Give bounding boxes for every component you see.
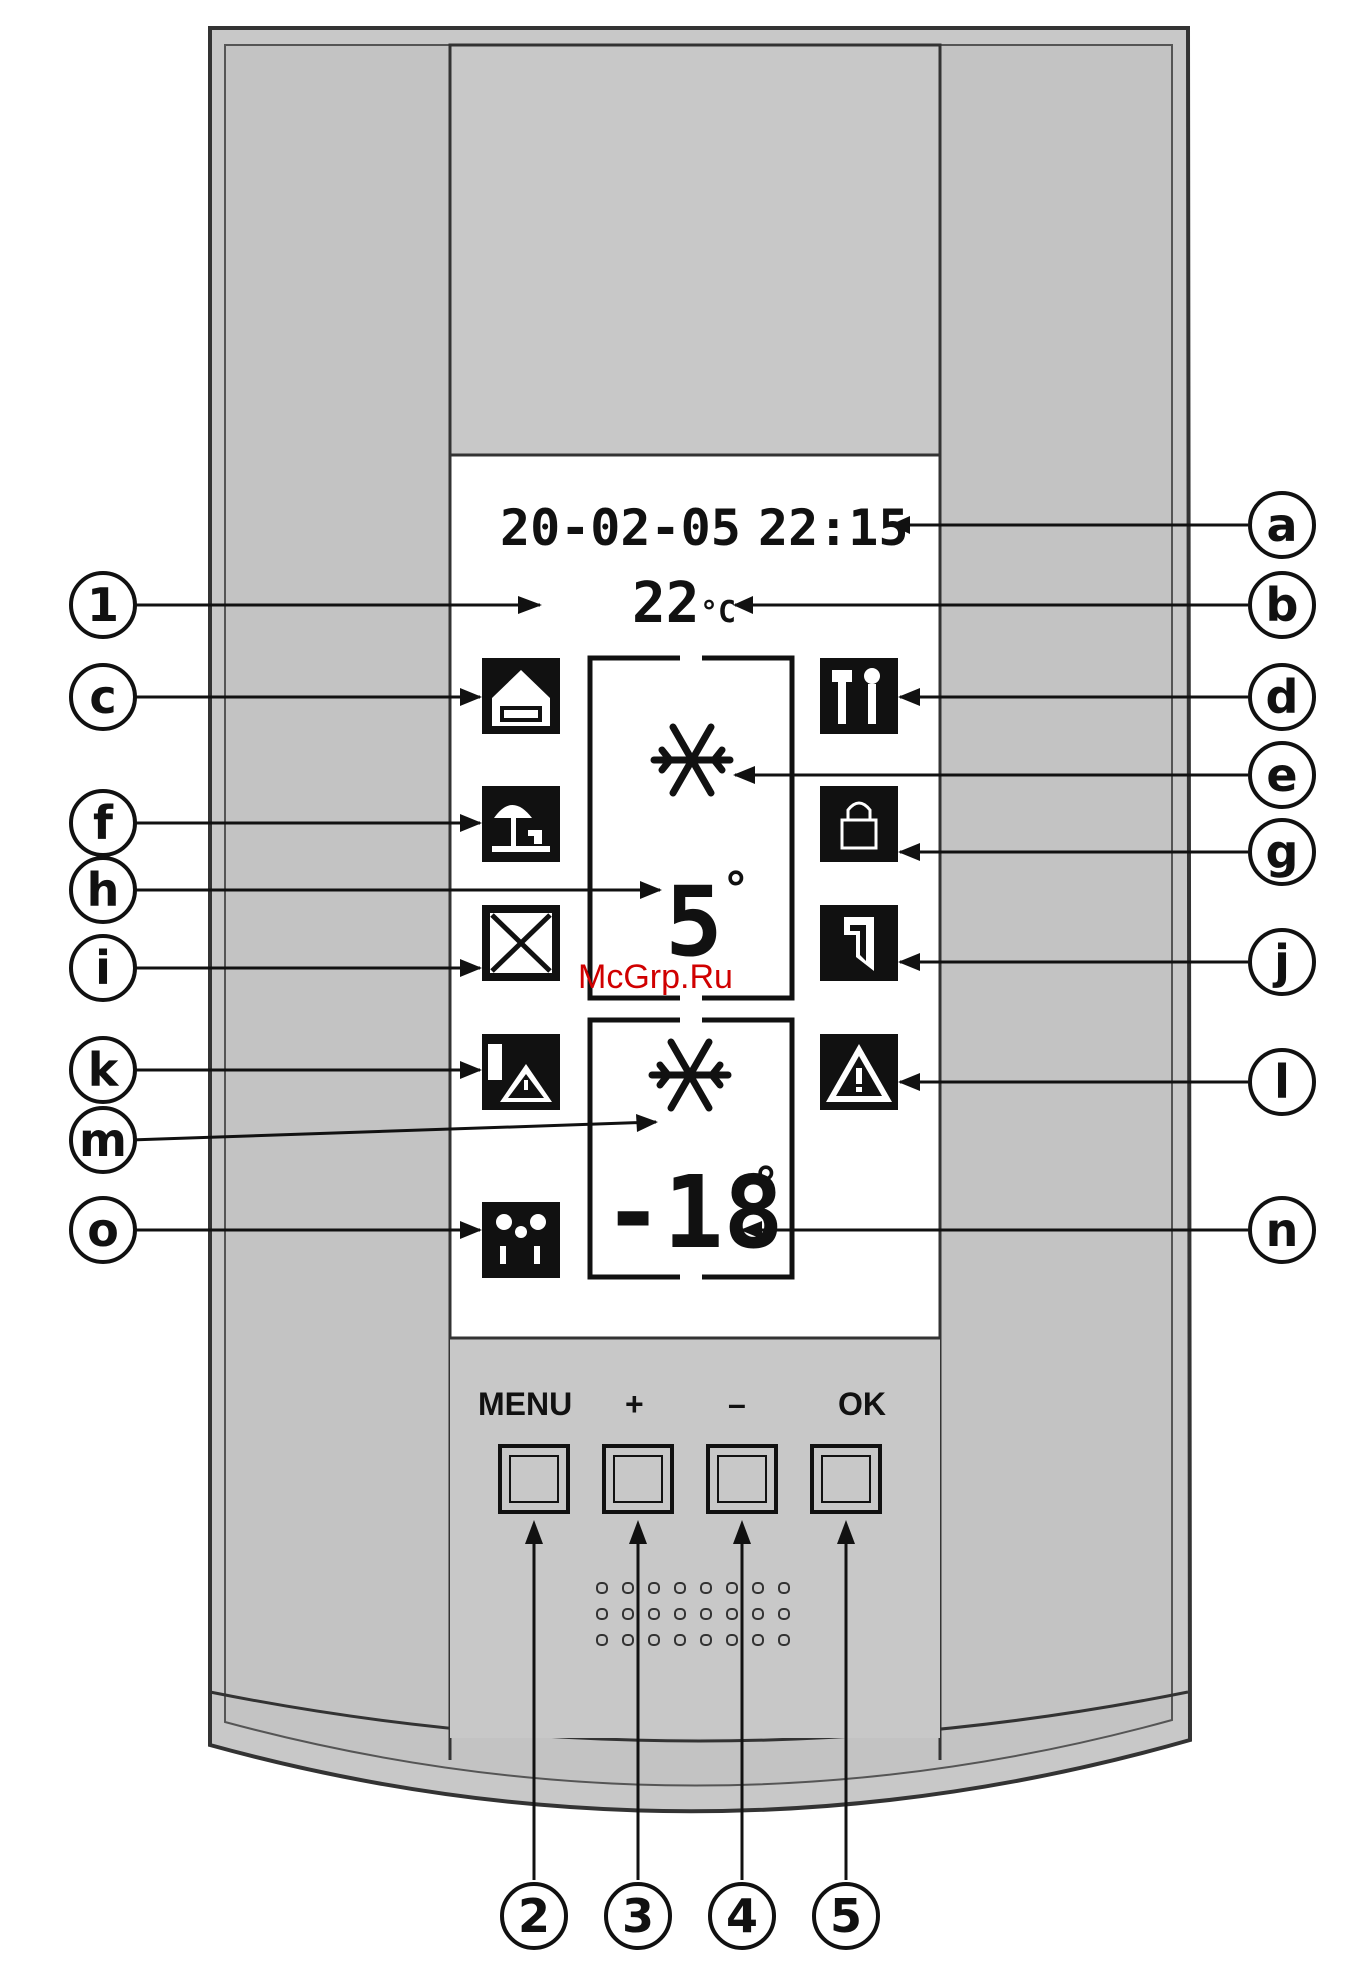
callout-b: b [1250, 573, 1314, 637]
svg-text:h: h [87, 863, 120, 917]
svg-text:i: i [95, 941, 111, 995]
svg-text:j: j [1272, 935, 1290, 989]
svg-text:2: 2 [518, 1889, 550, 1943]
lcd-date: 20-02-05 [500, 499, 741, 557]
callout-3: 3 [606, 1884, 670, 1948]
callout-2: 2 [502, 1884, 566, 1948]
lcd-time: 22:15 [758, 499, 909, 557]
ok-button-label: OK [838, 1386, 886, 1422]
ok-button[interactable] [812, 1446, 880, 1512]
svg-text:f: f [93, 796, 114, 850]
callout-1: 1 [71, 573, 135, 637]
super-freeze-icon [482, 1202, 560, 1278]
callout-f: f [71, 791, 135, 855]
svg-text:m: m [79, 1113, 127, 1167]
freezer-degree: ° [752, 1157, 780, 1211]
callout-j: j [1250, 930, 1314, 994]
fridge-degree: ° [722, 862, 750, 916]
no-fan-icon [482, 905, 560, 981]
holiday-umbrella-icon [482, 786, 560, 862]
domo-house-icon [482, 658, 560, 734]
svg-text:l: l [1274, 1055, 1290, 1109]
plus-button-label: + [625, 1386, 644, 1422]
callout-l: l [1250, 1050, 1314, 1114]
svg-text:3: 3 [622, 1889, 654, 1943]
minus-button-label: – [728, 1386, 746, 1422]
door-open-icon [820, 905, 898, 981]
minus-button[interactable] [708, 1446, 776, 1512]
callout-n: n [1250, 1198, 1314, 1262]
svg-text:5: 5 [830, 1889, 862, 1943]
svg-text:1: 1 [87, 578, 119, 632]
svg-text:c: c [89, 670, 116, 724]
callout-o: o [71, 1198, 135, 1262]
callout-m: m [71, 1108, 135, 1172]
menu-button-label: MENU [478, 1386, 572, 1422]
lcd-ambient-temp: 22 [632, 571, 699, 636]
callout-k: k [71, 1038, 135, 1102]
callout-a: a [1250, 493, 1314, 557]
callout-c: c [71, 665, 135, 729]
callout-h: h [71, 858, 135, 922]
svg-text:4: 4 [726, 1889, 758, 1943]
callout-i: i [71, 936, 135, 1000]
lock-icon [820, 786, 898, 862]
cooling-alarm-icon [482, 1034, 560, 1110]
svg-text:n: n [1266, 1203, 1299, 1257]
svg-text:g: g [1266, 825, 1299, 879]
watermark: McGrp.Ru [578, 958, 733, 996]
svg-text:e: e [1266, 748, 1297, 802]
callout-d: d [1250, 665, 1314, 729]
lcd-ambient-unit: °C [700, 595, 736, 630]
svg-text:k: k [88, 1043, 120, 1097]
callout-e: e [1250, 743, 1314, 807]
callout-g: g [1250, 820, 1314, 884]
svg-text:o: o [87, 1203, 119, 1257]
callout-5: 5 [814, 1884, 878, 1948]
svg-text:a: a [1266, 498, 1297, 552]
svg-text:d: d [1266, 670, 1299, 724]
plus-button[interactable] [604, 1446, 672, 1512]
svg-text:b: b [1266, 578, 1299, 632]
warning-icon [820, 1034, 898, 1110]
tools-icon [820, 658, 898, 734]
menu-button[interactable] [500, 1446, 568, 1512]
callout-4: 4 [710, 1884, 774, 1948]
